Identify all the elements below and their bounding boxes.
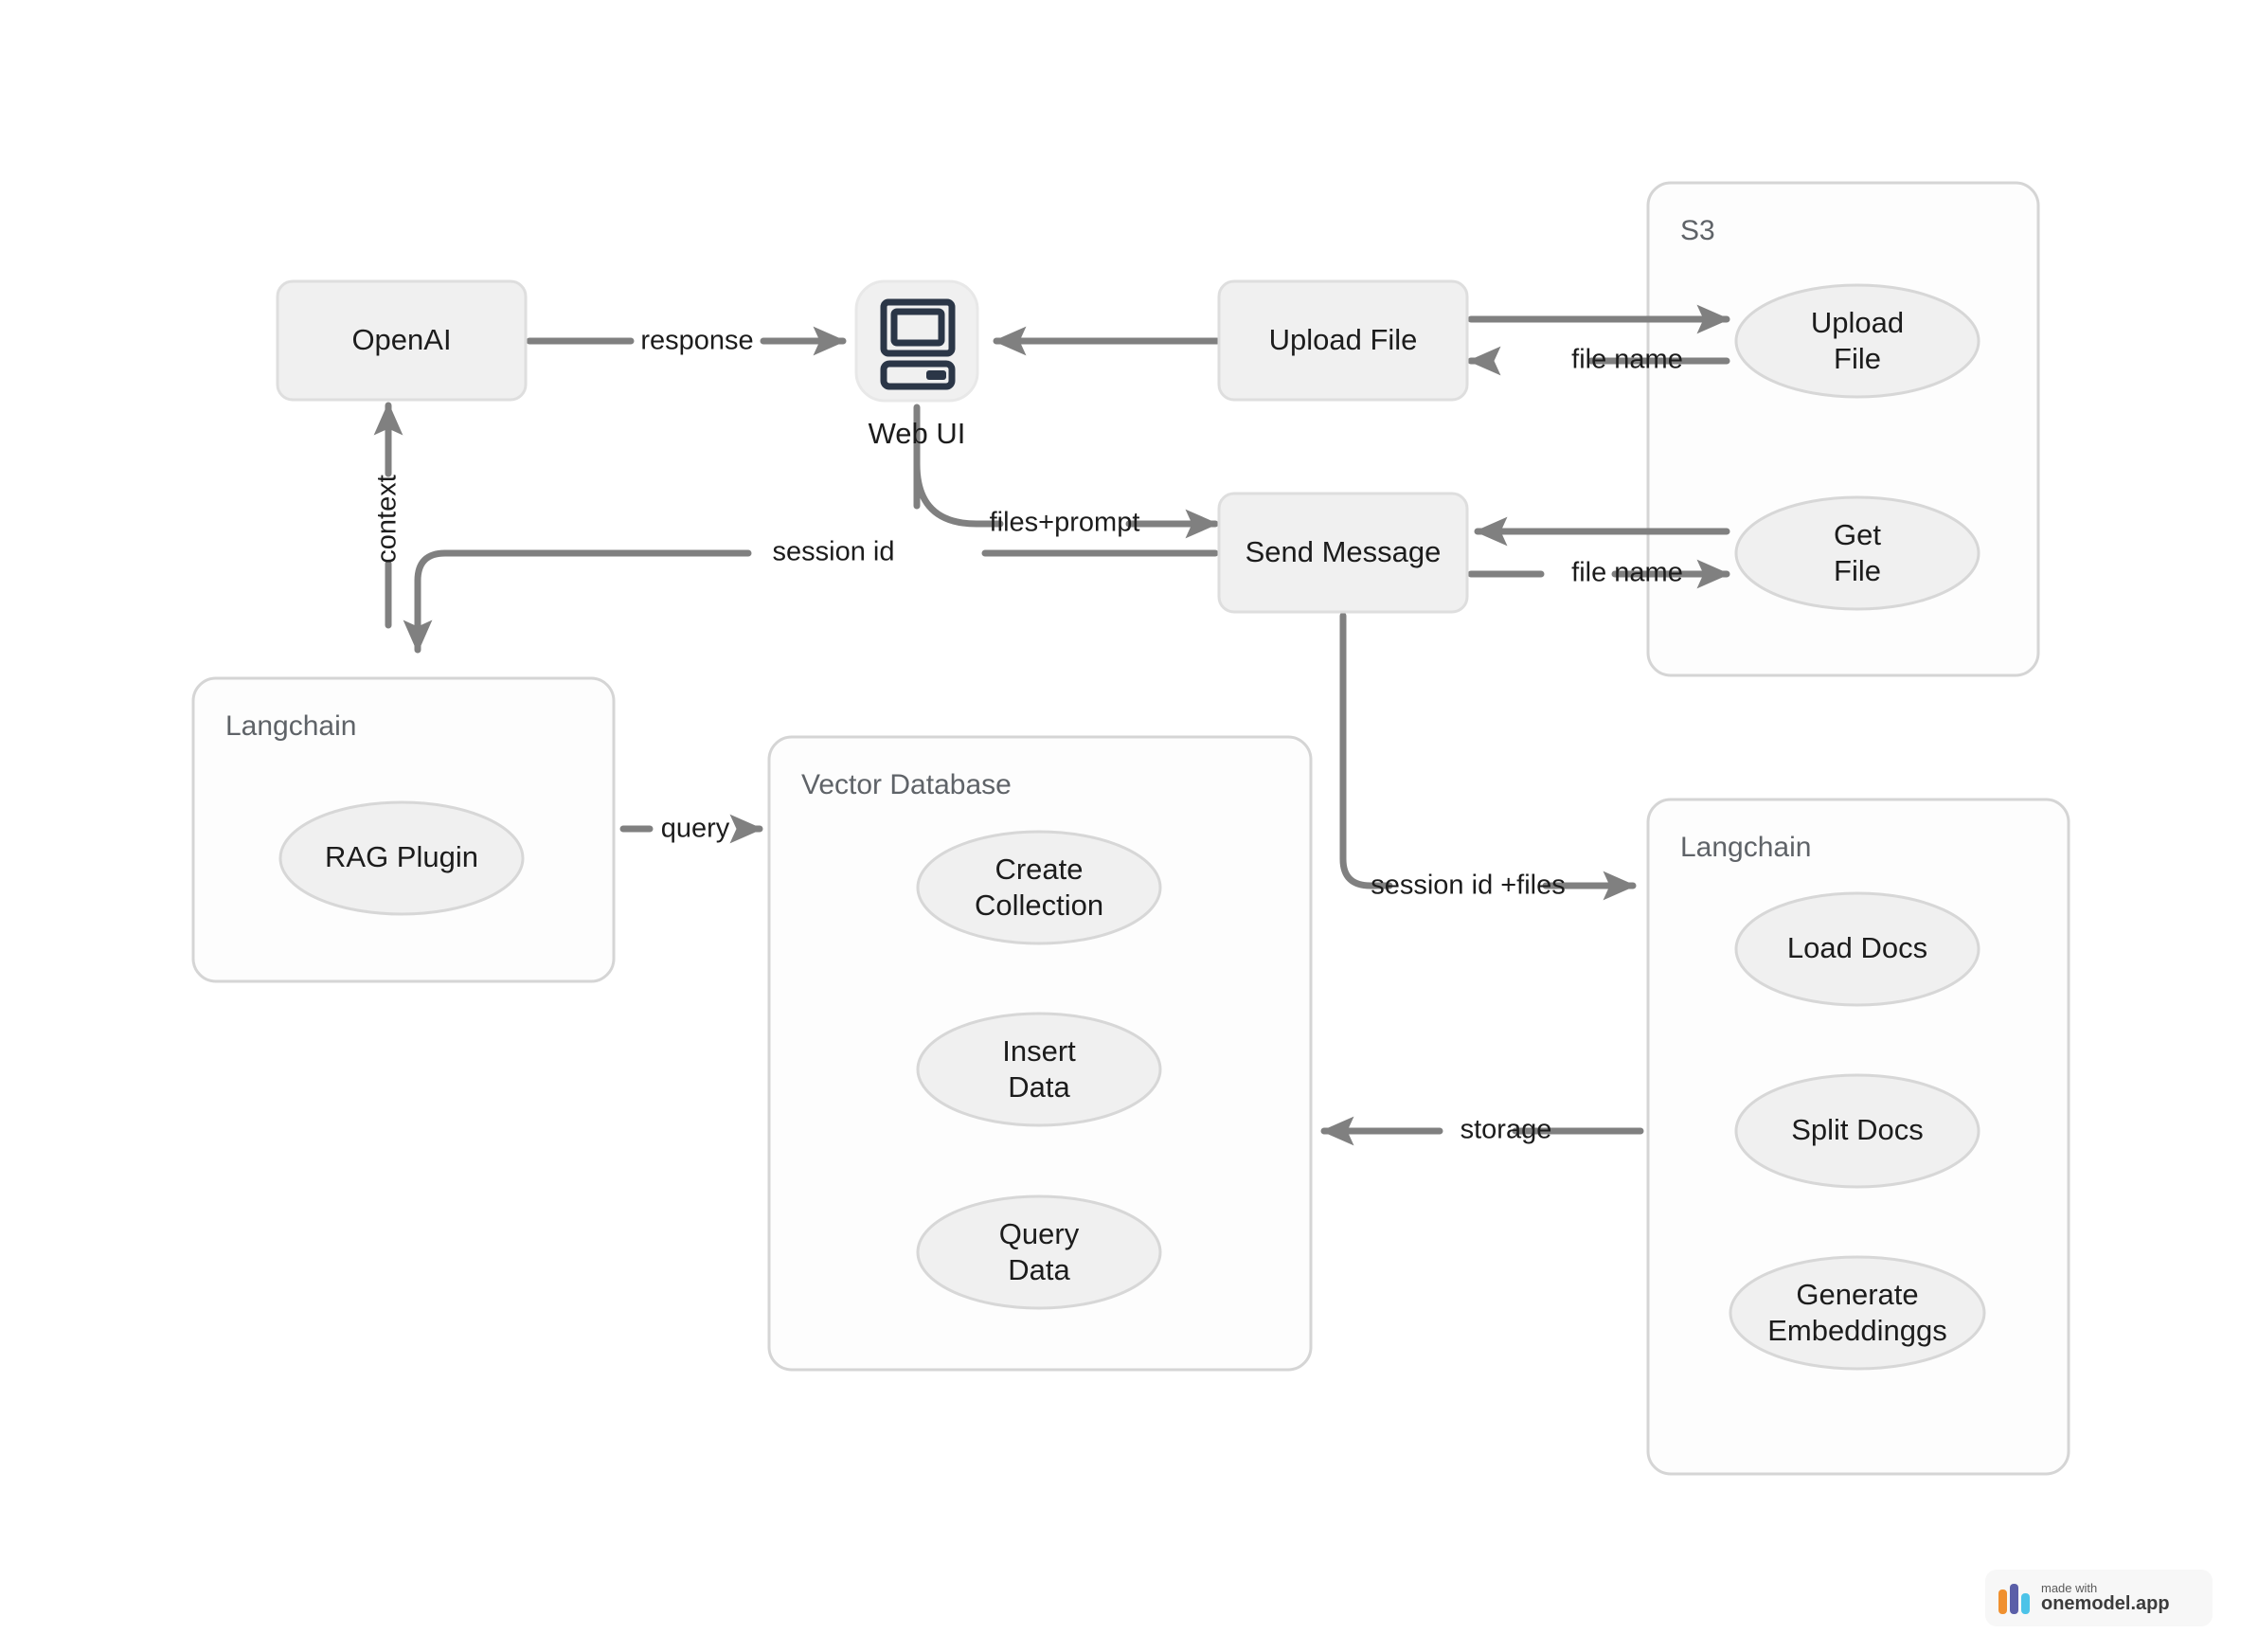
edge-label-session-id: session id [773,537,895,567]
node-s3-get-file-label-line2: File [1834,554,1881,587]
watermark-made-with: made with [2041,1580,2098,1595]
node-openai[interactable]: OpenAI [276,279,528,402]
node-send-message[interactable]: Send Message [1217,492,1469,614]
node-s3-upload-file-shape [1734,283,1980,399]
logo-bar-cyan [2021,1593,2030,1614]
node-create-collection-label-line2: Collection [975,889,1103,922]
node-s3-upload-file-label-line1: Upload [1811,306,1904,339]
node-s3-get-file[interactable]: Get File [1734,495,1980,611]
onemodel-watermark[interactable]: made with onemodel.app [1985,1570,2213,1626]
edge-label-file-name-get: file name [1571,558,1683,588]
logo-bar-purple [2010,1584,2018,1614]
computer-icon [880,298,956,390]
node-generate-embeddings-label-line1: Generate [1796,1278,1918,1311]
node-web-ui[interactable]: Web UI [854,279,979,450]
edge-webui-to-sendmessage: files+prompt [913,404,1219,539]
edge-sendmessage-to-langchain-right: session id +files [1339,612,1637,901]
edge-s3upload-to-uploadfile: file name [1467,345,1730,376]
node-split-docs-shape [1734,1073,1980,1189]
edge-sendmessage-to-langchain-left: session id [403,537,1219,654]
node-query-data-shape [916,1194,1162,1310]
onemodel-logo-icon [1998,1582,2030,1614]
node-generate-embeddings-shape [1729,1255,1986,1371]
node-rag-plugin-label: RAG Plugin [325,840,478,873]
group-s3-label: S3 [1680,215,1715,246]
node-load-docs-label: Load Docs [1787,931,1927,964]
node-upload-file-action-box [1217,279,1469,402]
node-generate-embeddings[interactable]: Generate Embeddinggs [1729,1255,1986,1371]
node-send-message-box [1217,492,1469,614]
edge-label-context: context [372,475,403,564]
watermark-brand: onemodel.app [2041,1593,2170,1615]
node-s3-upload-file[interactable]: Upload File [1734,283,1980,399]
edge-label-response: response [640,326,753,356]
logo-bar-orange [1998,1589,2007,1614]
node-query-data-label-line2: Data [1008,1253,1070,1286]
node-query-data-label-line1: Query [999,1217,1080,1250]
node-create-collection-shape [916,830,1162,945]
edge-label-storage: storage [1461,1115,1552,1145]
group-langchain-left-label: Langchain [225,710,356,742]
edge-label-session-id-files: session id +files [1371,871,1566,901]
node-s3-get-file-shape [1734,495,1980,611]
edge-langchain-right-to-vectordb: storage [1320,1115,1644,1146]
edge-label-files-prompt: files+prompt [990,508,1140,538]
node-rag-plugin[interactable]: RAG Plugin [278,800,525,916]
edge-ragplugin-to-openai: context [372,402,403,629]
node-load-docs-shape [1734,891,1980,1007]
group-langchain-right-label: Langchain [1680,832,1811,863]
edge-label-file-name-upload: file name [1571,345,1683,375]
node-insert-data-label-line1: Insert [1002,1034,1076,1068]
node-generate-embeddings-label-line2: Embeddinggs [1767,1314,1947,1347]
node-split-docs-label: Split Docs [1791,1113,1924,1146]
node-openai-box [276,279,528,402]
node-send-message-label: Send Message [1245,535,1442,568]
node-s3-get-file-label-line1: Get [1834,518,1881,551]
node-s3-upload-file-label-line2: File [1834,342,1881,375]
node-load-docs[interactable]: Load Docs [1734,891,1980,1007]
node-query-data[interactable]: Query Data [916,1194,1162,1310]
watermark-text: made with onemodel.app [2041,1582,2170,1615]
node-create-collection[interactable]: Create Collection [916,830,1162,945]
node-insert-data-label-line2: Data [1008,1070,1070,1104]
node-insert-data-shape [916,1012,1162,1127]
edge-openai-to-webui: response [526,326,847,356]
edge-langchain-left-to-vectordb: query [619,814,763,844]
node-create-collection-label-line1: Create [995,853,1083,886]
node-web-ui-caption: Web UI [869,417,966,450]
node-insert-data[interactable]: Insert Data [916,1012,1162,1127]
group-vector-database-label: Vector Database [801,769,1012,800]
edge-sendmessage-to-s3getfile: file name [1467,558,1730,589]
node-upload-file-action-label: Upload File [1269,323,1418,356]
edge-label-query: query [661,814,730,844]
node-split-docs[interactable]: Split Docs [1734,1073,1980,1189]
node-rag-plugin-shape [278,800,525,916]
node-openai-label: OpenAI [351,323,451,356]
node-upload-file-action[interactable]: Upload File [1217,279,1469,402]
